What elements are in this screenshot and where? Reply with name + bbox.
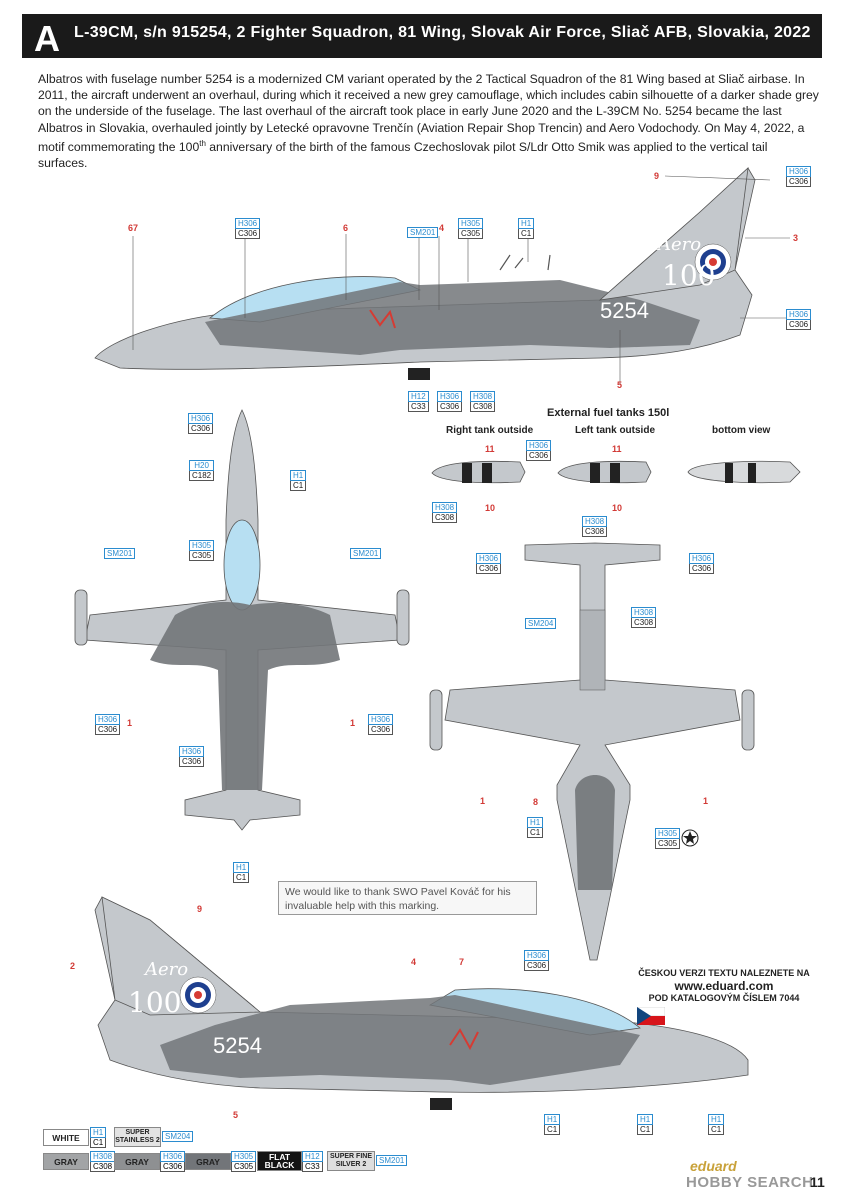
thanks-note: We would like to thank SWO Pavel Kováč f… <box>278 881 537 915</box>
right-tank-label: Right tank outside <box>446 425 534 436</box>
callout-11-left: 11 <box>612 444 622 454</box>
callout-1-bottom-left: 1 <box>480 796 486 806</box>
fuselage-number-top: 5254 <box>600 298 649 323</box>
callout-5-bottom: 5 <box>233 1110 239 1120</box>
callout-4-bottom: 4 <box>411 957 417 967</box>
callout-1-bottom-right: 1 <box>703 796 709 806</box>
callout-5: 5 <box>617 380 623 390</box>
legend-gray-305: GRAY <box>185 1153 231 1170</box>
callout-8: 8 <box>533 797 539 807</box>
czech-note: ČESKOU VERZI TEXTU NALEZNETE NA www.edua… <box>638 968 810 1003</box>
callout-67: 67 <box>128 223 139 233</box>
legend-super-fine-silver: SUPER FINE SILVER 2 <box>327 1151 375 1171</box>
tail-number-bottom: 100 <box>128 986 181 1019</box>
czech-flag-icon <box>637 1007 665 1025</box>
bottom-view-label: bottom view <box>712 425 771 436</box>
leader-lines <box>132 175 790 385</box>
intro-text: Albatros with fuselage number 5254 is a … <box>38 72 819 171</box>
page-number: 11 <box>810 1174 825 1190</box>
callout-9-bottom: 9 <box>197 904 203 914</box>
callout-2: 2 <box>70 961 76 971</box>
legend-gray-306: GRAY <box>114 1153 160 1170</box>
legend-super-stainless: SUPER STAINLESS 2 <box>114 1127 161 1147</box>
legend-sm201: SM201 <box>376 1155 408 1166</box>
tanks-heading: External fuel tanks 150l <box>547 407 670 419</box>
callout-10-right: 10 <box>485 503 496 513</box>
profile-title: L-39CM, s/n 915254, 2 Fighter Squadron, … <box>74 24 811 41</box>
title-bar <box>22 14 822 58</box>
legend-gray-308: GRAY <box>43 1153 89 1170</box>
callout-1-plan-left: 1 <box>127 718 133 728</box>
plan-view-top <box>74 409 410 831</box>
callout-9: 9 <box>654 171 660 181</box>
callout-1-plan-right: 1 <box>350 718 356 728</box>
callout-6: 6 <box>343 223 349 233</box>
tail-number-top: 100 <box>662 259 715 292</box>
callout-11-right: 11 <box>485 444 495 454</box>
code-sm201-right-wing: SM201 <box>350 548 382 559</box>
plan-view-bottom <box>429 542 755 961</box>
code-sm201: SM201 <box>407 227 439 238</box>
callout-3: 3 <box>793 233 799 243</box>
fuel-tanks <box>431 460 801 484</box>
callout-10-left: 10 <box>612 503 623 513</box>
code-sm204: SM204 <box>525 618 557 629</box>
callout-4: 4 <box>439 223 445 233</box>
legend-flat-black: FLAT BLACK <box>257 1151 302 1171</box>
fuselage-number-bottom: 5254 <box>213 1033 262 1058</box>
code-sm201-left-wing: SM201 <box>104 548 136 559</box>
eduard-logo: eduard <box>690 1158 737 1174</box>
profile-letter: A <box>34 18 60 59</box>
tail-text-top: Aero <box>656 234 701 255</box>
left-tank-label: Left tank outside <box>575 425 656 436</box>
hobby-search-watermark: HOBBY SEARCH <box>686 1174 814 1191</box>
legend-white: WHITE <box>43 1129 89 1146</box>
callout-7: 7 <box>459 957 465 967</box>
legend-sm204: SM204 <box>162 1131 194 1142</box>
side-profile-left: 5254 Aero 100 <box>94 166 756 380</box>
side-profile-right: 5254 Aero 100 <box>94 896 749 1110</box>
tail-text-bottom: Aero <box>143 959 188 980</box>
